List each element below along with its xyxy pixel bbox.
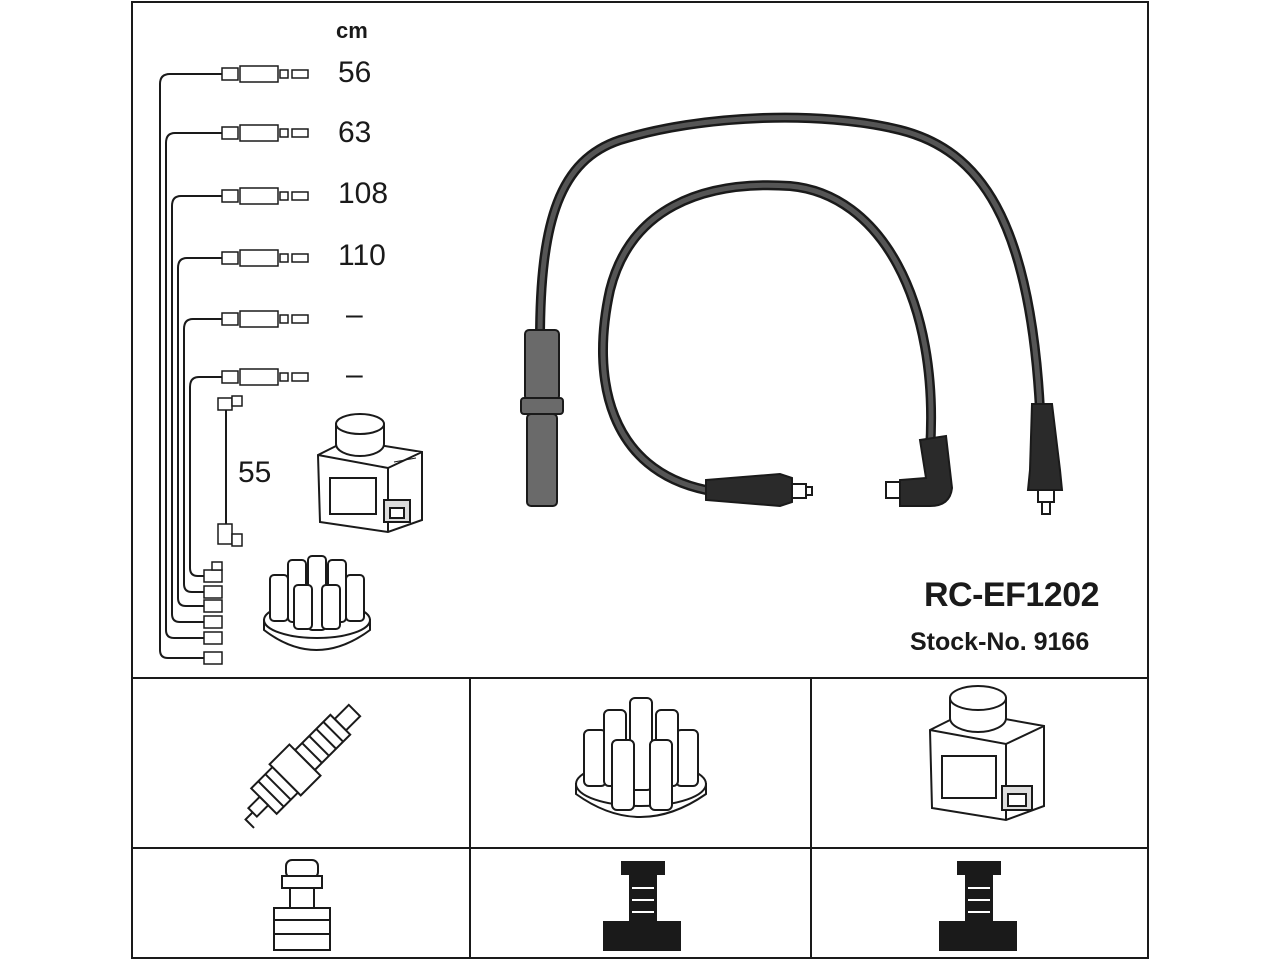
coil-boot-angled bbox=[885, 434, 954, 507]
lead-length-3: 108 bbox=[338, 177, 389, 210]
distributor-boot-straight bbox=[1026, 403, 1064, 515]
ignition-coil-icon bbox=[316, 413, 423, 534]
connector-lead-6 bbox=[221, 368, 309, 386]
coil-terminal-icon bbox=[939, 861, 1017, 951]
lead-length-2: 63 bbox=[338, 116, 372, 149]
cable-short bbox=[597, 180, 936, 495]
plug-boot-straight bbox=[520, 329, 564, 507]
product-code: RC-EF1202 bbox=[924, 576, 1100, 614]
distributor-side-terminals bbox=[203, 561, 223, 665]
lead-length-5: – bbox=[346, 298, 363, 331]
cap-terminal-icon bbox=[603, 861, 681, 951]
connector-lead-2 bbox=[221, 124, 309, 142]
coil-lead-terminals bbox=[217, 395, 243, 547]
lead-connectors bbox=[203, 65, 309, 665]
connector-lead-3 bbox=[221, 187, 309, 205]
plug-boot-horizontal bbox=[705, 472, 813, 508]
ignition-cable-set bbox=[520, 112, 1064, 515]
frame-lines bbox=[131, 1, 1149, 959]
spark-plug-icon bbox=[244, 703, 362, 829]
lead-length-1: 56 bbox=[338, 56, 372, 89]
distributor-cap-large-icon bbox=[575, 697, 707, 818]
cable-short-inner bbox=[600, 182, 934, 493]
unit-label: cm bbox=[336, 18, 368, 43]
connector-lead-5 bbox=[221, 310, 309, 328]
coil-lead-length: 55 bbox=[238, 456, 272, 489]
ignition-coil-large-icon bbox=[928, 685, 1045, 822]
cable-long-inner bbox=[537, 115, 1043, 413]
distributor-cap-icon bbox=[263, 555, 371, 651]
connector-lead-4 bbox=[221, 249, 309, 267]
plug-terminal-icon bbox=[273, 859, 331, 951]
lead-length-6: – bbox=[346, 358, 363, 391]
lead-length-4: 110 bbox=[338, 239, 386, 272]
harness-lines bbox=[159, 73, 227, 659]
connector-lead-1 bbox=[221, 65, 309, 83]
stock-number: Stock-No. 9166 bbox=[910, 628, 1090, 656]
